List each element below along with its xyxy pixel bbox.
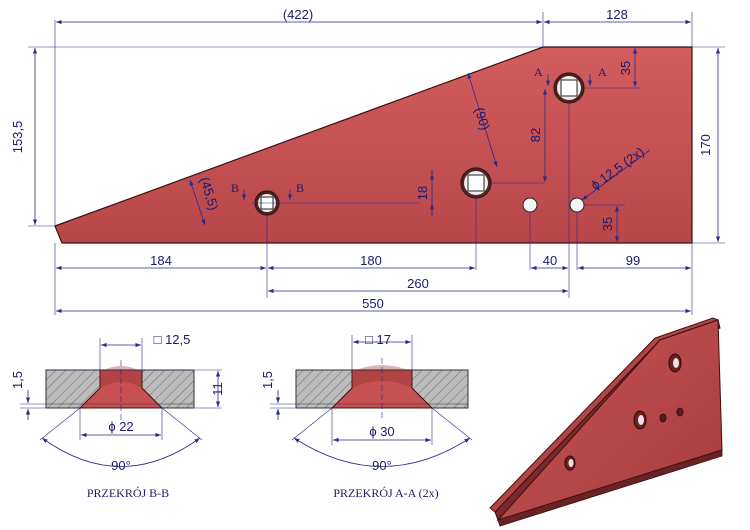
bb-thickness: 1,5 [10, 371, 25, 389]
isometric-view [489, 317, 723, 527]
bb-height: 11 [210, 382, 225, 396]
aa-angle: 90° [372, 458, 392, 473]
bb-angle: 90° [111, 458, 131, 473]
aa-diameter: ϕ 30 [369, 424, 394, 439]
main-view: (422) 128 153,5 170 35 82 18 (90) (45,5)… [10, 7, 725, 315]
dim-bottom-550: 550 [362, 296, 384, 311]
dim-bottom-99: 99 [626, 253, 640, 268]
iso-hole-small-2 [676, 407, 684, 417]
section-bb: □ 12,5 11 1,5 ϕ 22 90° PRZEKRÓJ B-B [10, 332, 225, 500]
bb-diameter: ϕ 22 [108, 419, 133, 434]
section-aa: □ 17 1,5 ϕ 30 90° PRZEKRÓJ A-A (2x) [260, 332, 473, 500]
dim-vert-35-top: 35 [618, 61, 633, 75]
dim-top-overall: (422) [283, 7, 313, 22]
dim-vert-18: 18 [415, 186, 430, 200]
aa-title: PRZEKRÓJ A-A (2x) [333, 486, 438, 500]
section-mark-b-right: B [296, 181, 304, 195]
round-hole-right [569, 197, 585, 213]
section-mark-a-right: A [598, 65, 607, 79]
extension-lines [28, 12, 725, 315]
iso-hole-small-1 [659, 413, 667, 423]
dim-bottom-184: 184 [150, 253, 172, 268]
dim-bottom-180: 180 [360, 253, 382, 268]
dim-vert-35-bottom: 35 [600, 217, 615, 231]
bb-title: PRZEKRÓJ B-B [87, 486, 169, 500]
round-hole-left [522, 197, 538, 213]
dim-diag-90: (90) [472, 105, 493, 132]
dim-left-height: 153,5 [10, 121, 25, 154]
dimension-lines [32, 19, 721, 314]
hole-a-square [553, 72, 585, 104]
dim-top-right: 128 [606, 7, 628, 22]
section-mark-a-left: A [534, 65, 543, 79]
section-arrows [241, 74, 593, 200]
plate-outline [54, 46, 693, 244]
section-mark-b-left: B [231, 181, 239, 195]
aa-thickness: 1,5 [260, 371, 275, 389]
bb-square: □ 12,5 [154, 332, 191, 347]
hole-center-square [460, 167, 492, 199]
dim-vert-82: 82 [528, 128, 543, 142]
aa-square: □ 17 [365, 332, 391, 347]
dim-bottom-260: 260 [407, 276, 429, 291]
dim-bottom-40: 40 [543, 253, 557, 268]
dim-right-height: 170 [698, 134, 713, 156]
